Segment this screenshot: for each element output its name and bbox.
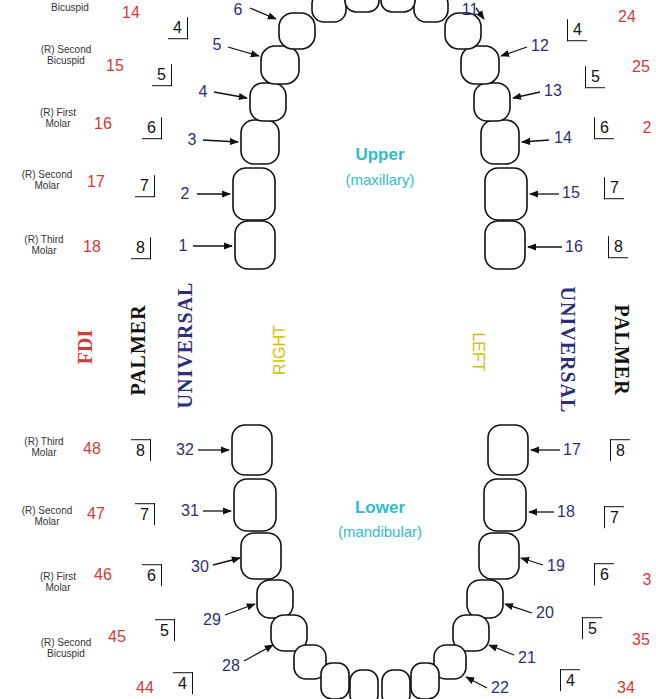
side-label: LEFT <box>469 332 487 371</box>
leader-arrows <box>193 8 562 688</box>
universal-number: 12 <box>531 37 549 55</box>
palmer-number: 8 <box>608 236 628 258</box>
fdi-number: 24 <box>618 8 636 26</box>
palmer-number: 7 <box>604 177 624 199</box>
universal-number: 30 <box>191 558 209 576</box>
palmer-number: 6 <box>594 117 614 139</box>
system-title: PALMER <box>611 304 633 395</box>
fdi-number: 45 <box>108 628 126 646</box>
tooth-name: (R) Second Bicuspid <box>36 44 96 66</box>
system-title: FDI <box>74 330 96 364</box>
palmer-number: 8 <box>610 439 630 461</box>
palmer-number: 5 <box>582 617 602 639</box>
tooth-name: Bicuspid <box>40 1 100 12</box>
universal-number: 1 <box>179 237 188 255</box>
fdi-number: 48 <box>83 440 101 458</box>
palmer-number: 5 <box>152 64 172 86</box>
universal-number: 32 <box>176 441 194 459</box>
tooth-name: (R) Third Molar <box>14 234 74 256</box>
universal-number: 5 <box>213 36 222 54</box>
palmer-number: 6 <box>142 117 162 139</box>
universal-number: 16 <box>565 238 583 256</box>
palmer-number: 4 <box>567 19 587 41</box>
universal-number: 3 <box>188 131 197 149</box>
universal-number: 20 <box>536 604 554 622</box>
palmer-number: 4 <box>560 669 580 691</box>
universal-number: 21 <box>518 649 536 667</box>
tooth-name: (R) Second Bicuspid <box>36 637 96 659</box>
fdi-number: 18 <box>83 238 101 256</box>
tooth-name: (R) First Molar <box>28 571 88 593</box>
fdi-number: 14 <box>122 4 140 22</box>
palmer-number: 6 <box>142 564 162 586</box>
universal-number: 29 <box>203 611 221 629</box>
system-title: UNIVERSAL <box>557 287 579 414</box>
palmer-number: 7 <box>135 503 155 525</box>
arch-subtitle: (maxillary) <box>345 172 414 189</box>
fdi-number: 25 <box>632 58 650 76</box>
fdi-number: 34 <box>617 679 635 697</box>
fdi-number: 2 <box>643 119 652 137</box>
fdi-number: 3 <box>643 571 652 589</box>
universal-number: 31 <box>181 502 199 520</box>
side-label: RIGHT <box>271 325 289 375</box>
universal-number: 18 <box>557 503 575 521</box>
fdi-number: 35 <box>632 631 650 649</box>
fdi-number: 16 <box>94 115 112 133</box>
universal-number: 2 <box>181 185 190 203</box>
universal-number: 13 <box>544 82 562 100</box>
universal-number: 4 <box>199 83 208 101</box>
universal-number: 17 <box>563 441 581 459</box>
palmer-number: 8 <box>131 237 151 259</box>
universal-number: 6 <box>234 1 243 19</box>
universal-number: 19 <box>547 557 565 575</box>
palmer-number: 6 <box>594 563 614 585</box>
arch-subtitle: (mandibular) <box>338 524 422 541</box>
fdi-number: 47 <box>87 505 105 523</box>
palmer-number: 8 <box>131 439 151 461</box>
tooth-outlines <box>232 0 528 699</box>
universal-number: 14 <box>554 129 572 147</box>
fdi-number: 15 <box>106 57 124 75</box>
system-title: UNIVERSAL <box>174 282 196 409</box>
universal-number: 28 <box>222 657 240 675</box>
fdi-number: 46 <box>94 566 112 584</box>
fdi-number: 17 <box>87 173 105 191</box>
tooth-name: (R) Second Molar <box>17 169 77 191</box>
palmer-number: 7 <box>604 506 624 528</box>
universal-number: 22 <box>491 679 509 697</box>
palmer-number: 4 <box>173 672 193 694</box>
arch-title: Lower <box>355 499 405 518</box>
tooth-name: (R) Third Molar <box>14 436 74 458</box>
fdi-number: 44 <box>136 679 154 697</box>
tooth-name: (R) First Molar <box>28 107 88 129</box>
palmer-number: 5 <box>155 619 175 641</box>
universal-number: 11 <box>462 1 479 19</box>
palmer-number: 5 <box>585 66 605 88</box>
system-title: PALMER <box>127 304 149 395</box>
tooth-name: (R) Second Molar <box>17 505 77 527</box>
arch-title: Upper <box>355 146 404 165</box>
universal-number: 15 <box>562 184 580 202</box>
palmer-number: 4 <box>168 17 188 39</box>
palmer-number: 7 <box>135 175 155 197</box>
